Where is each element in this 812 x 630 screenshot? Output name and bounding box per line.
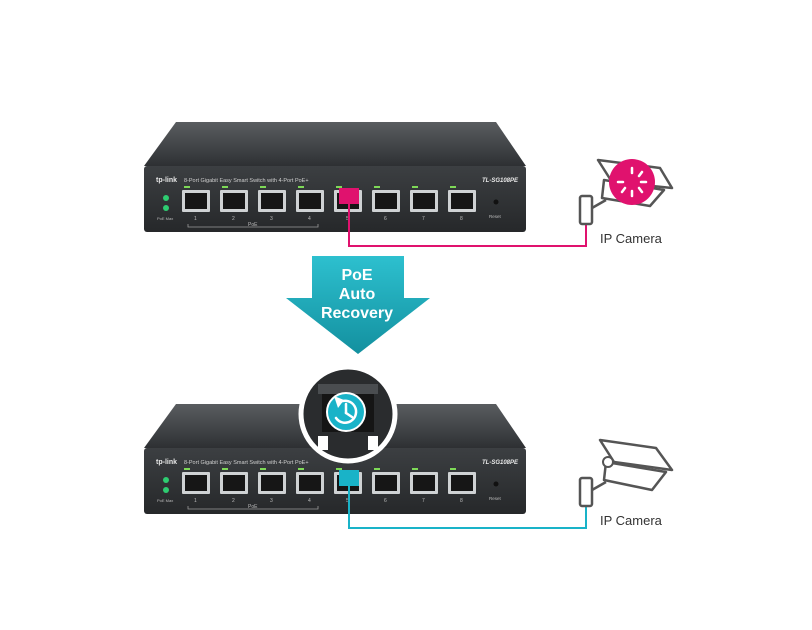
switch-top-port-2 bbox=[220, 186, 248, 212]
switch-bottom-poe-bracket bbox=[187, 506, 319, 510]
switch-bottom-port-8 bbox=[448, 468, 476, 494]
switch-top-led-1 bbox=[163, 195, 169, 201]
switch-top-port-8 bbox=[448, 186, 476, 212]
switch-top-poe-label: PoE bbox=[248, 222, 258, 228]
switch-top-model: TL-SG108PE bbox=[482, 178, 519, 184]
switch-bottom-port-number-1: 1 bbox=[194, 498, 197, 504]
switch-top: tp-link 8-Port Gigabit Easy Smart Switch… bbox=[144, 122, 526, 232]
arrow-label-line2: Auto bbox=[338, 286, 376, 303]
switch-bottom-reset-label: Reset bbox=[489, 496, 502, 501]
switch-bottom-port-number-4: 4 bbox=[308, 498, 311, 504]
switch-bottom-led-2 bbox=[163, 487, 169, 493]
switch-bottom-port-number-8: 8 bbox=[460, 498, 463, 504]
switch-top-lid bbox=[144, 122, 526, 166]
switch-top-port-4 bbox=[296, 186, 324, 212]
camera-bottom-icon bbox=[578, 438, 674, 508]
switch-top-reset-label: Reset bbox=[489, 214, 502, 219]
switch-top-port-number-1: 1 bbox=[194, 216, 197, 222]
switch-bottom-port-number-2: 2 bbox=[232, 498, 235, 504]
bottom-cable-plug bbox=[339, 470, 359, 486]
switch-bottom-port-number-5: 5 bbox=[346, 498, 349, 504]
switch-top-port-number-3: 3 bbox=[270, 216, 273, 222]
camera-top-label: IP Camera bbox=[600, 231, 662, 246]
switch-bottom-led-1 bbox=[163, 477, 169, 483]
switch-bottom-port-4 bbox=[296, 468, 324, 494]
switch-top-port-7 bbox=[410, 186, 438, 212]
switch-bottom-reset-hole bbox=[493, 481, 499, 487]
switch-bottom-port-number-7: 7 bbox=[422, 498, 425, 504]
camera-top-offline-badge bbox=[609, 159, 655, 205]
switch-bottom-port-number-6: 6 bbox=[384, 498, 387, 504]
switch-top-port-number-5: 5 bbox=[346, 216, 349, 222]
switch-top-description: 8-Port Gigabit Easy Smart Switch with 4-… bbox=[184, 178, 309, 184]
switch-bottom-ports: 1 2 3 4 5 6 7 8 bbox=[182, 468, 476, 504]
port-magnifier bbox=[298, 364, 398, 464]
switch-bottom-port-7 bbox=[410, 468, 438, 494]
switch-top-port-number-8: 8 bbox=[460, 216, 463, 222]
bottom-cable-line bbox=[348, 486, 587, 529]
switch-top-poe-bracket bbox=[187, 224, 319, 228]
switch-bottom-poe-label: PoE bbox=[248, 504, 258, 510]
switch-top-led-label: PoE Max bbox=[157, 216, 173, 221]
recovery-arrow-icon bbox=[334, 399, 358, 425]
switch-top-port-number-4: 4 bbox=[308, 216, 311, 222]
arrow-label-line1: PoE bbox=[341, 267, 373, 284]
switch-bottom-description: 8-Port Gigabit Easy Smart Switch with 4-… bbox=[184, 460, 309, 466]
arrow-label-line3: Recovery bbox=[320, 305, 394, 322]
switch-top-port-3 bbox=[258, 186, 286, 212]
switch-top-led-2 bbox=[163, 205, 169, 211]
switch-top-brand: tp-link bbox=[156, 177, 177, 184]
switch-bottom-brand: tp-link bbox=[156, 459, 177, 466]
switch-top-reset-hole bbox=[493, 199, 499, 205]
switch-bottom-port-number-3: 3 bbox=[270, 498, 273, 504]
loading-spinner-icon bbox=[616, 166, 648, 198]
switch-bottom-led-label: PoE Max bbox=[157, 498, 173, 503]
switch-top-port-number-7: 7 bbox=[422, 216, 425, 222]
switch-top-port-6 bbox=[372, 186, 400, 212]
camera-top-icon bbox=[578, 158, 674, 226]
switch-top-port-number-6: 6 bbox=[384, 216, 387, 222]
camera-bottom-label: IP Camera bbox=[600, 513, 662, 528]
switch-bottom: tp-link 8-Port Gigabit Easy Smart Switch… bbox=[144, 404, 526, 514]
switch-top-port-number-2: 2 bbox=[232, 216, 235, 222]
switch-top-port-1 bbox=[182, 186, 210, 212]
switch-bottom-port-2 bbox=[220, 468, 248, 494]
switch-bottom-port-1 bbox=[182, 468, 210, 494]
top-cable-plug bbox=[339, 188, 359, 204]
poe-auto-recovery-arrow bbox=[286, 256, 430, 354]
top-cable-line bbox=[348, 204, 587, 247]
switch-bottom-model: TL-SG108PE bbox=[482, 460, 519, 466]
switch-bottom-port-3 bbox=[258, 468, 286, 494]
switch-bottom-port-6 bbox=[372, 468, 400, 494]
